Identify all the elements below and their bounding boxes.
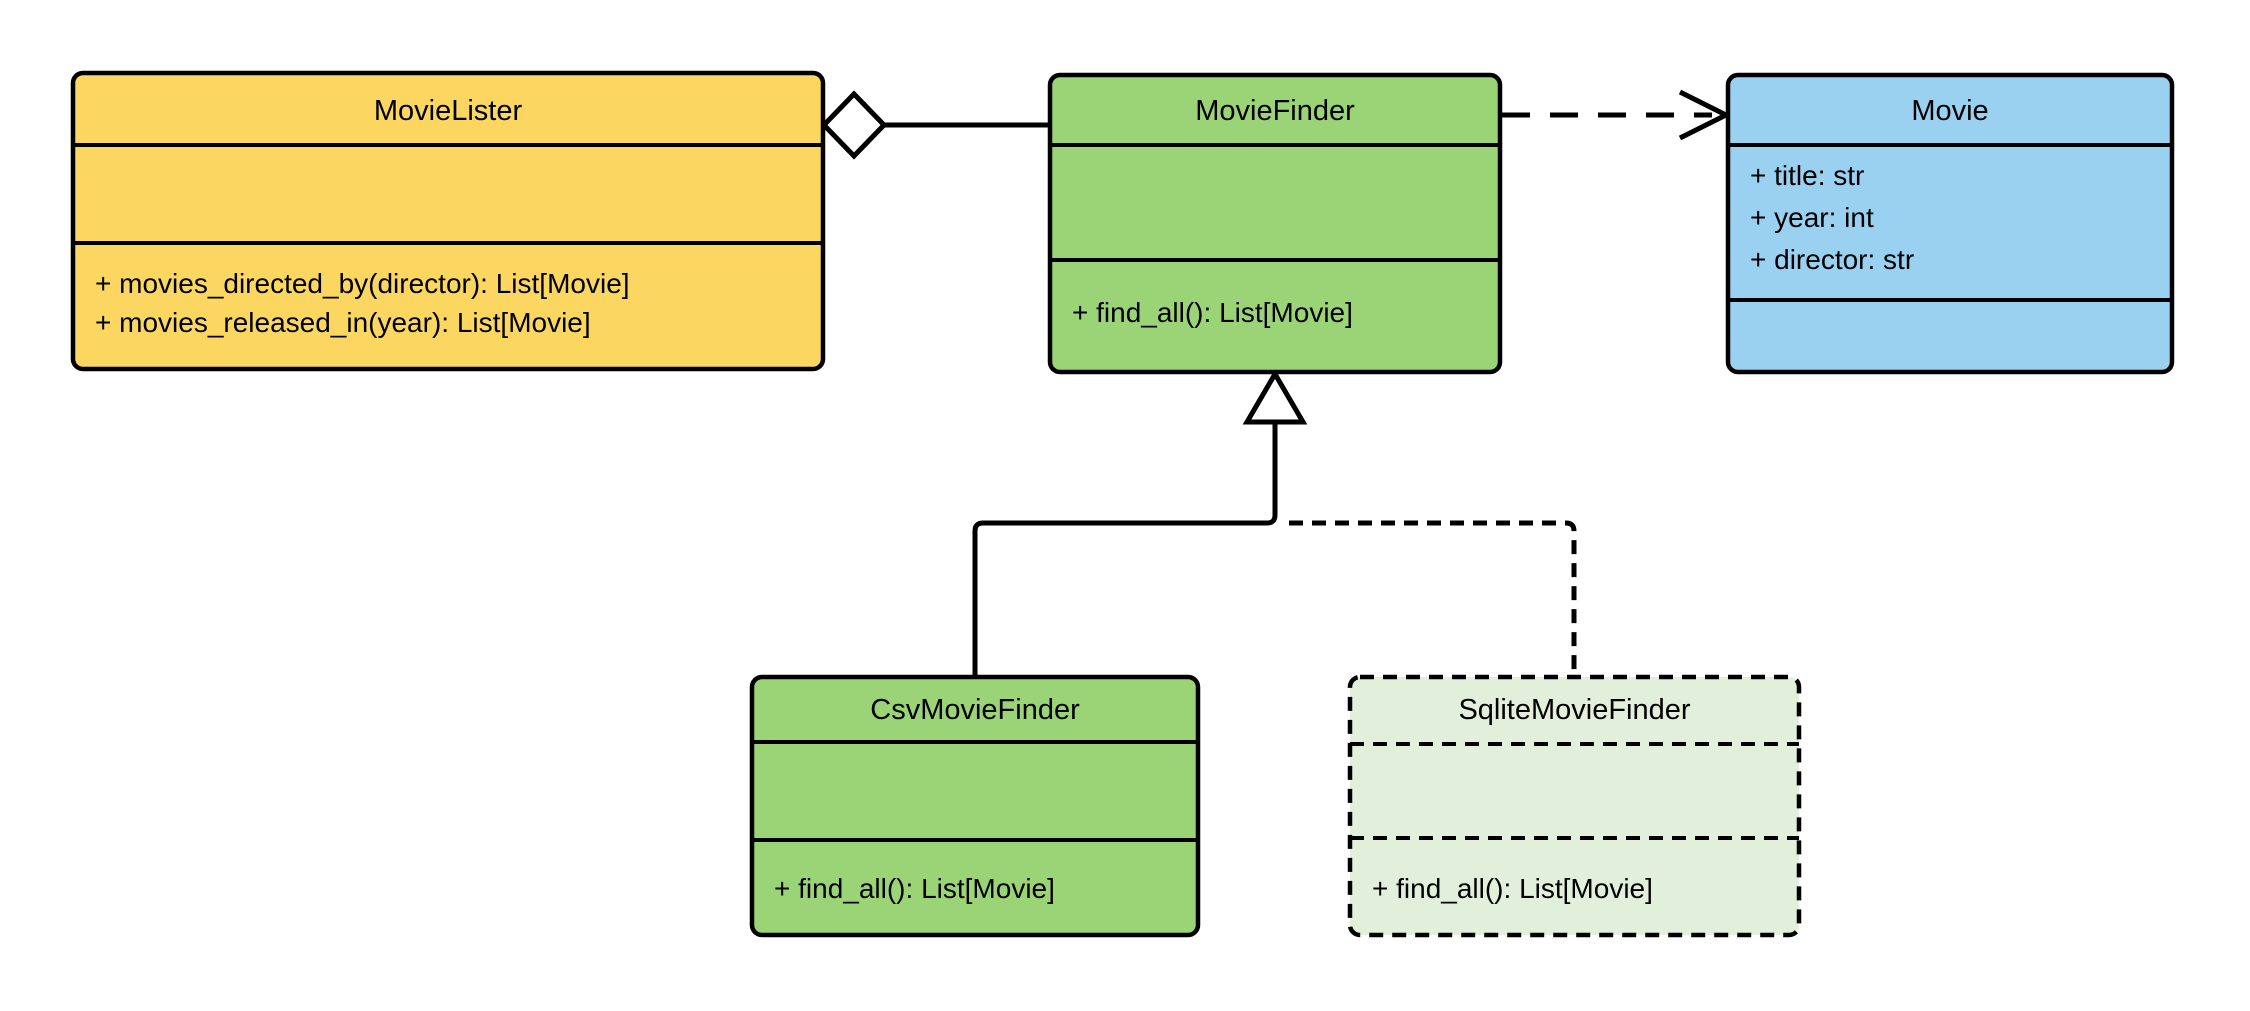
class-box[interactable] [1725, 72, 2175, 375]
class-member: + movies_directed_by(director): List[Mov… [95, 268, 630, 299]
edge-generalization-sqlitemoviefinder-moviefinder[interactable] [1289, 520, 1577, 677]
class-member: + director: str [1750, 244, 1914, 275]
generalization-line [972, 422, 1278, 677]
class-title: Movie [1911, 95, 1988, 127]
class-title: MovieLister [374, 95, 523, 127]
class-member: + year: int [1750, 202, 1874, 233]
class-member: + title: str [1750, 160, 1864, 191]
class-title: SqliteMovieFinder [1458, 694, 1690, 726]
class-member: + find_all(): List[Movie] [1072, 297, 1353, 328]
class-member: + find_all(): List[Movie] [774, 873, 1055, 904]
edge-aggregation-movielister-moviefinder[interactable] [820, 90, 1050, 160]
edge-dependency-moviefinder-movie[interactable] [1502, 89, 1732, 141]
inheritance-triangle-icon [1242, 369, 1308, 425]
class-node-movie-lister[interactable]: MovieLister + movies_directed_by(director… [70, 70, 826, 372]
class-box[interactable] [1347, 674, 1802, 938]
class-node-sqlite-movie-finder[interactable]: SqliteMovieFinder + find_all(): List[Movi… [1347, 674, 1802, 938]
class-node-csv-movie-finder[interactable]: CsvMovieFinder + find_all(): List[Movie] [749, 674, 1201, 938]
class-title: MovieFinder [1195, 95, 1355, 127]
edge-generalization-csvmoviefinder-moviefinder[interactable] [972, 369, 1308, 677]
class-member: + find_all(): List[Movie] [1372, 873, 1653, 904]
aggregation-diamond-icon [820, 90, 888, 160]
class-title: CsvMovieFinder [870, 694, 1080, 726]
generalization-line [1289, 520, 1577, 677]
class-member: + movies_released_in(year): List[Movie] [95, 307, 591, 338]
class-node-movie-finder[interactable]: MovieFinder + find_all(): List[Movie] [1047, 72, 1503, 375]
class-node-movie[interactable]: Movie + title: str + year: int + director: … [1725, 72, 2175, 375]
class-box[interactable] [1047, 72, 1503, 375]
